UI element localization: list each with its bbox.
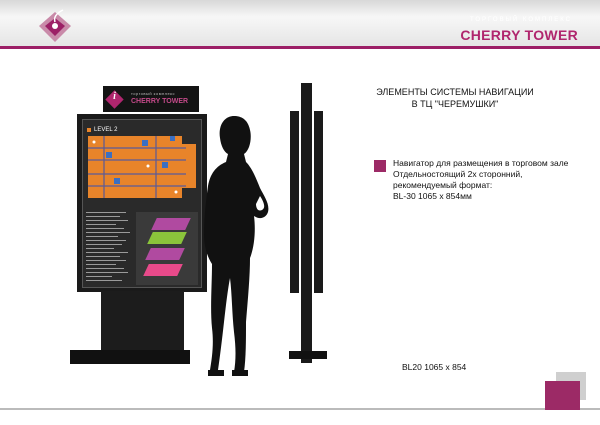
- header-bar: [0, 0, 600, 48]
- level-marker: [87, 128, 91, 132]
- header-divider: [0, 46, 600, 49]
- cherry-logo-icon: [39, 9, 71, 42]
- person-silhouette-icon: [204, 116, 269, 376]
- description-line-4: BL-30 1065 x 854мм: [393, 191, 472, 201]
- bullet-square: [374, 160, 386, 172]
- floor-plan-map: [88, 136, 196, 198]
- double-panel-side-view: [289, 83, 327, 363]
- kiosk-stand: [101, 291, 184, 351]
- floor-layer: [147, 232, 187, 244]
- corner-square-accent: [545, 381, 580, 410]
- floor-layer: [145, 248, 185, 260]
- floor-layer: [151, 218, 191, 230]
- floor-stack-map: [136, 212, 198, 285]
- title-line-2: В ТЦ "ЧЕРЕМУШКИ": [411, 99, 499, 109]
- format-caption: BL20 1065 x 854: [402, 362, 467, 372]
- store-list: [86, 212, 132, 284]
- brand-subtitle: ТОРГОВЫЙ КОМПЛЕКС: [469, 17, 572, 23]
- info-icon: i: [113, 91, 116, 102]
- description-line-3: рекомендуемый формат:: [393, 180, 493, 190]
- description-line-1: Навигатор для размещения в торговом зале: [393, 158, 569, 168]
- title-line-1: ЭЛЕМЕНТЫ СИСТЕМЫ НАВИГАЦИИ: [376, 87, 534, 97]
- level-label: LEVEL 2: [94, 127, 118, 133]
- description-block: Навигатор для размещения в торговом зале…: [393, 158, 593, 202]
- kiosk-brand-name: CHERRY TOWER: [131, 98, 189, 105]
- kiosk-base: [70, 350, 190, 364]
- brand-name: CHERRY TOWER: [460, 27, 578, 43]
- document-title: ЭЛЕМЕНТЫ СИСТЕМЫ НАВИГАЦИИ В ТЦ "ЧЕРЕМУШ…: [320, 86, 590, 110]
- kiosk-brand-subtitle: торговый комплекс: [131, 91, 175, 96]
- floor-layer: [143, 264, 183, 276]
- footer-divider: [0, 408, 600, 410]
- description-line-2: Отдельностоящий 2х сторонний,: [393, 169, 523, 179]
